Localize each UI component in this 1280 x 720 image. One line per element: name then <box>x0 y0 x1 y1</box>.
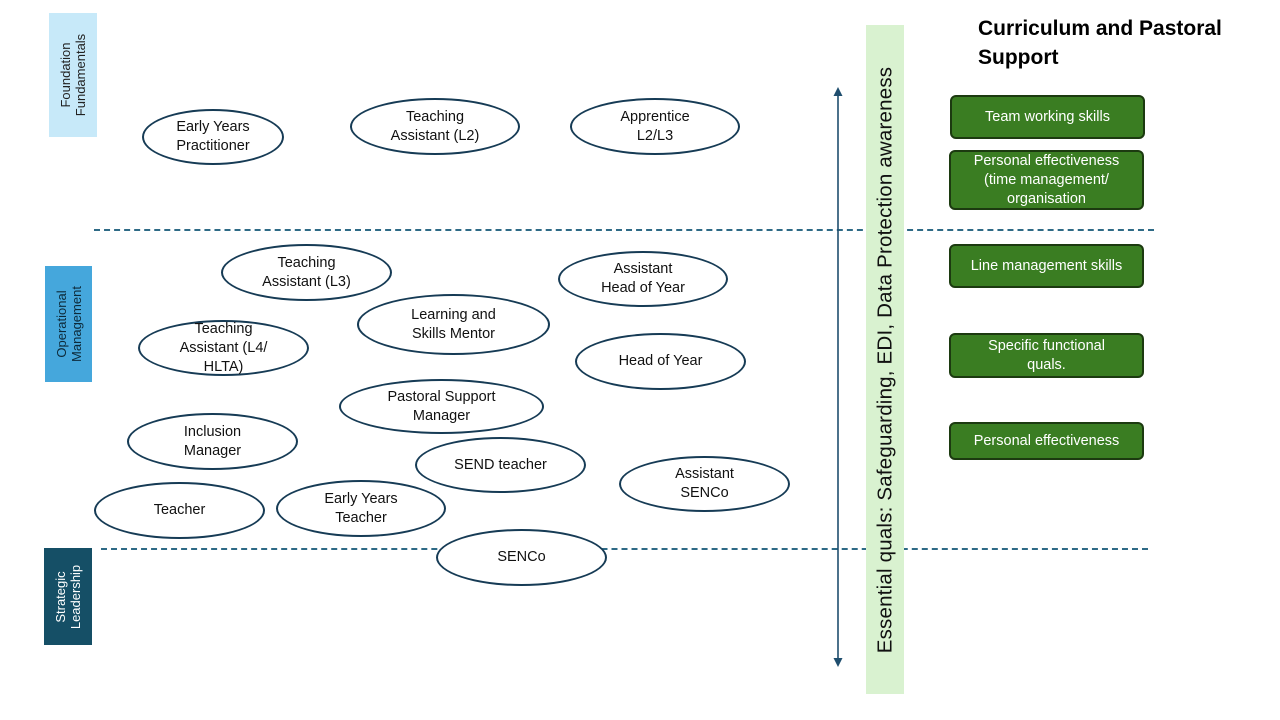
role-pastoral-support-manager: Pastoral Support Manager <box>339 379 544 434</box>
band-label-foundation: Foundation Fundamentals <box>58 33 89 117</box>
progression-arrow <box>833 87 843 667</box>
role-teaching-assistant-l3: Teaching Assistant (L3) <box>221 244 392 301</box>
skill-specific-functional-quals: Specific functional quals. <box>949 333 1144 378</box>
band-label-strategic: Strategic Leadership <box>53 564 84 629</box>
role-inclusion-manager: Inclusion Manager <box>127 413 298 470</box>
role-teaching-assistant-l4-hlta: Teaching Assistant (L4/ HLTA) <box>138 320 309 376</box>
role-head-of-year: Head of Year <box>575 333 746 390</box>
role-send-teacher: SEND teacher <box>415 437 586 493</box>
skill-line-management: Line management skills <box>949 244 1144 288</box>
skill-personal-effectiveness: Personal effectiveness <box>949 422 1144 460</box>
role-teacher: Teacher <box>94 482 265 539</box>
skill-personal-effectiveness-time-management: Personal effectiveness (time management/… <box>949 150 1144 210</box>
band-foundation-fundamentals: Foundation Fundamentals <box>49 13 97 137</box>
band-operational-management: Operational Management <box>45 266 92 382</box>
divider-operational-strategic <box>101 548 1148 550</box>
skill-team-working: Team working skills <box>950 95 1145 139</box>
essential-quals-text: Essential quals: Safeguarding, EDI, Data… <box>873 66 896 653</box>
divider-foundation-operational <box>94 229 1154 231</box>
role-early-years-practitioner: Early Years Practitioner <box>142 109 284 165</box>
role-apprentice: Apprentice L2/L3 <box>570 98 740 155</box>
essential-quals-bar: Essential quals: Safeguarding, EDI, Data… <box>866 25 904 694</box>
role-assistant-senco: Assistant SENCo <box>619 456 790 512</box>
role-assistant-head-of-year: Assistant Head of Year <box>558 251 728 307</box>
band-strategic-leadership: Strategic Leadership <box>44 548 92 645</box>
role-senco: SENCo <box>436 529 607 586</box>
band-label-operational: Operational Management <box>53 286 84 362</box>
role-teaching-assistant-l2: Teaching Assistant (L2) <box>350 98 520 155</box>
page-title: Curriculum and Pastoral Support <box>978 17 1222 69</box>
role-learning-and-skills-mentor: Learning and Skills Mentor <box>357 294 550 355</box>
role-early-years-teacher: Early Years Teacher <box>276 480 446 537</box>
